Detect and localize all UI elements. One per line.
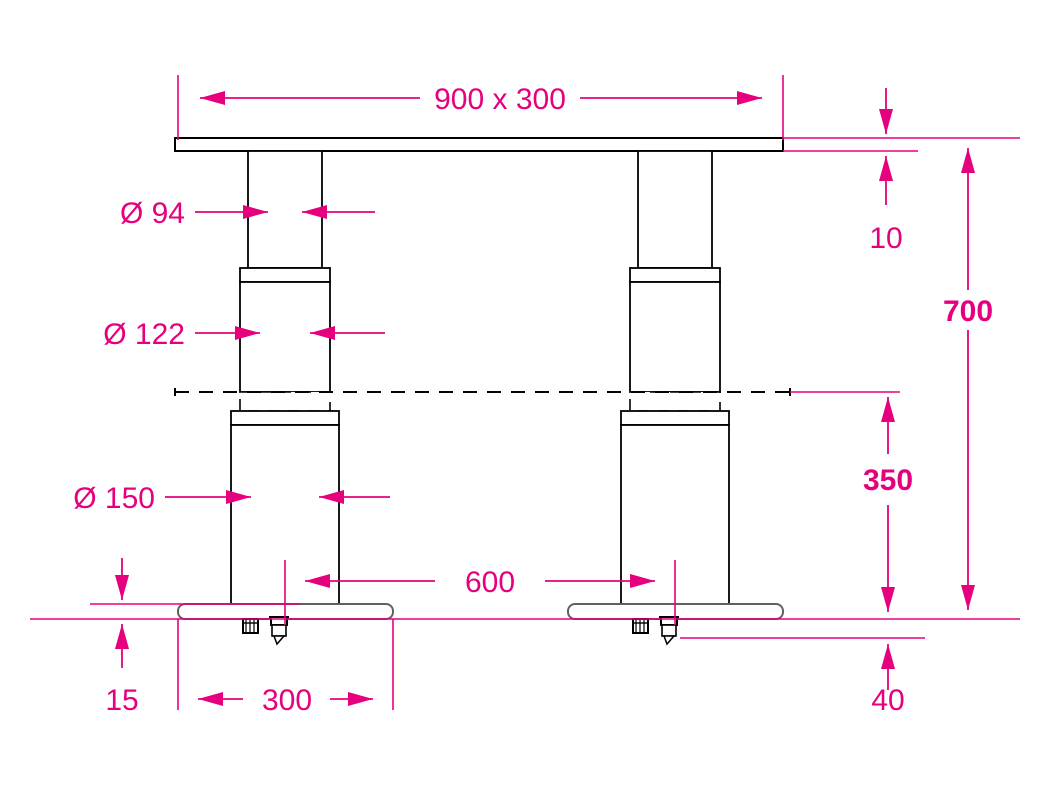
dimension-foot-adjust: 40 bbox=[680, 637, 925, 717]
dimension-label-tabletop-thickness: 10 bbox=[869, 222, 902, 255]
tabletop-slab bbox=[174, 137, 784, 152]
dimension-tabletop-thickness: 10 bbox=[783, 88, 1020, 255]
dimension-label-upper-tube: Ø 94 bbox=[120, 197, 185, 230]
left-telescopic-column bbox=[230, 150, 340, 606]
right-telescopic-column bbox=[620, 150, 730, 606]
levelling-foot-hardware bbox=[632, 616, 679, 646]
dimension-label-foot-adjust: 40 bbox=[871, 684, 904, 717]
dimension-label-lower-tube: Ø 150 bbox=[73, 482, 155, 515]
dimension-label-total-height: 700 bbox=[943, 295, 993, 328]
dimension-mid-tube-diameter: Ø 122 bbox=[103, 318, 385, 351]
dimension-column-spacing: 600 bbox=[284, 560, 676, 625]
dimension-lower-tube-diameter: Ø 150 bbox=[73, 482, 390, 515]
dimension-label-mid-tube: Ø 122 bbox=[103, 318, 185, 351]
dimension-label-tabletop: 900 x 300 bbox=[434, 83, 566, 116]
dimension-total-height: 700 bbox=[943, 148, 993, 610]
dimension-label-lowered-height: 350 bbox=[863, 464, 913, 497]
dimension-upper-tube-diameter: Ø 94 bbox=[120, 197, 375, 230]
levelling-foot-hardware bbox=[242, 616, 289, 646]
dimension-label-column-spacing: 600 bbox=[465, 566, 515, 599]
dimension-lowered-height: 350 bbox=[790, 391, 913, 612]
dimension-base-plate-width: 300 bbox=[177, 619, 394, 717]
dimension-base-plate-thickness: 15 bbox=[30, 558, 1020, 717]
dimension-label-base-plate-width: 300 bbox=[262, 684, 312, 717]
dimension-label-base-plate-thickness: 15 bbox=[105, 684, 138, 717]
dimension-tabletop-width: 900 x 300 bbox=[177, 75, 784, 140]
